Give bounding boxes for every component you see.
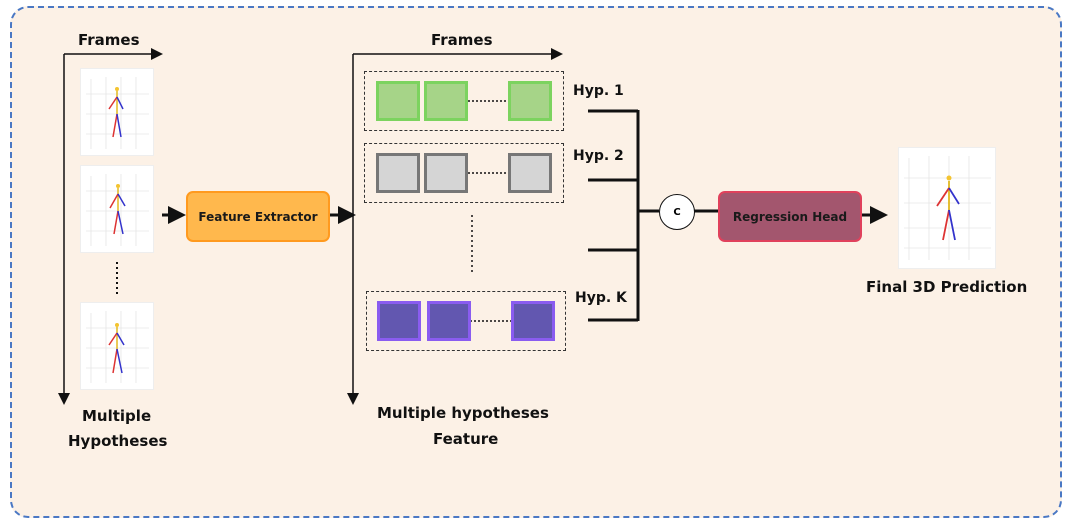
feature-token — [427, 301, 471, 341]
feature-token — [424, 153, 468, 193]
regression-head-box: Regression Head — [718, 191, 862, 242]
pose-frame-k — [80, 302, 154, 390]
concat-node: C — [659, 194, 695, 230]
left-bottom-label-2: Hypotheses — [68, 432, 168, 450]
feature-token — [424, 81, 468, 121]
skeleton-figure — [86, 311, 149, 383]
feature-token — [376, 81, 420, 121]
feature-extractor-box: Feature Extractor — [186, 191, 330, 242]
pose-frame-2 — [80, 165, 154, 253]
hyp-2-label: Hyp. 2 — [573, 148, 624, 164]
middle-bottom-label-2: Feature — [433, 430, 499, 448]
skeleton-figure — [904, 156, 991, 260]
middle-bottom-label-1: Multiple hypotheses — [377, 404, 549, 422]
left-bottom-label-1: Multiple — [82, 407, 152, 425]
final-prediction-label: Final 3D Prediction — [866, 278, 1028, 296]
hypothesis-row-1 — [364, 71, 564, 131]
hyp-1-label: Hyp. 1 — [573, 83, 624, 99]
feature-token — [508, 153, 552, 193]
feature-token — [511, 301, 555, 341]
feature-token — [376, 153, 420, 193]
middle-frames-axis-label: Frames — [431, 31, 493, 49]
left-frames-axis-label: Frames — [78, 31, 140, 49]
pose-frame-1 — [80, 68, 154, 156]
hyp-k-label: Hyp. K — [575, 290, 627, 306]
skeleton-figure — [86, 174, 149, 246]
hypothesis-row-k — [366, 291, 566, 351]
hypothesis-row-2 — [364, 143, 564, 203]
skeleton-figure — [86, 77, 149, 149]
final-pose-frame — [898, 147, 996, 269]
feature-token — [377, 301, 421, 341]
feature-token — [508, 81, 552, 121]
